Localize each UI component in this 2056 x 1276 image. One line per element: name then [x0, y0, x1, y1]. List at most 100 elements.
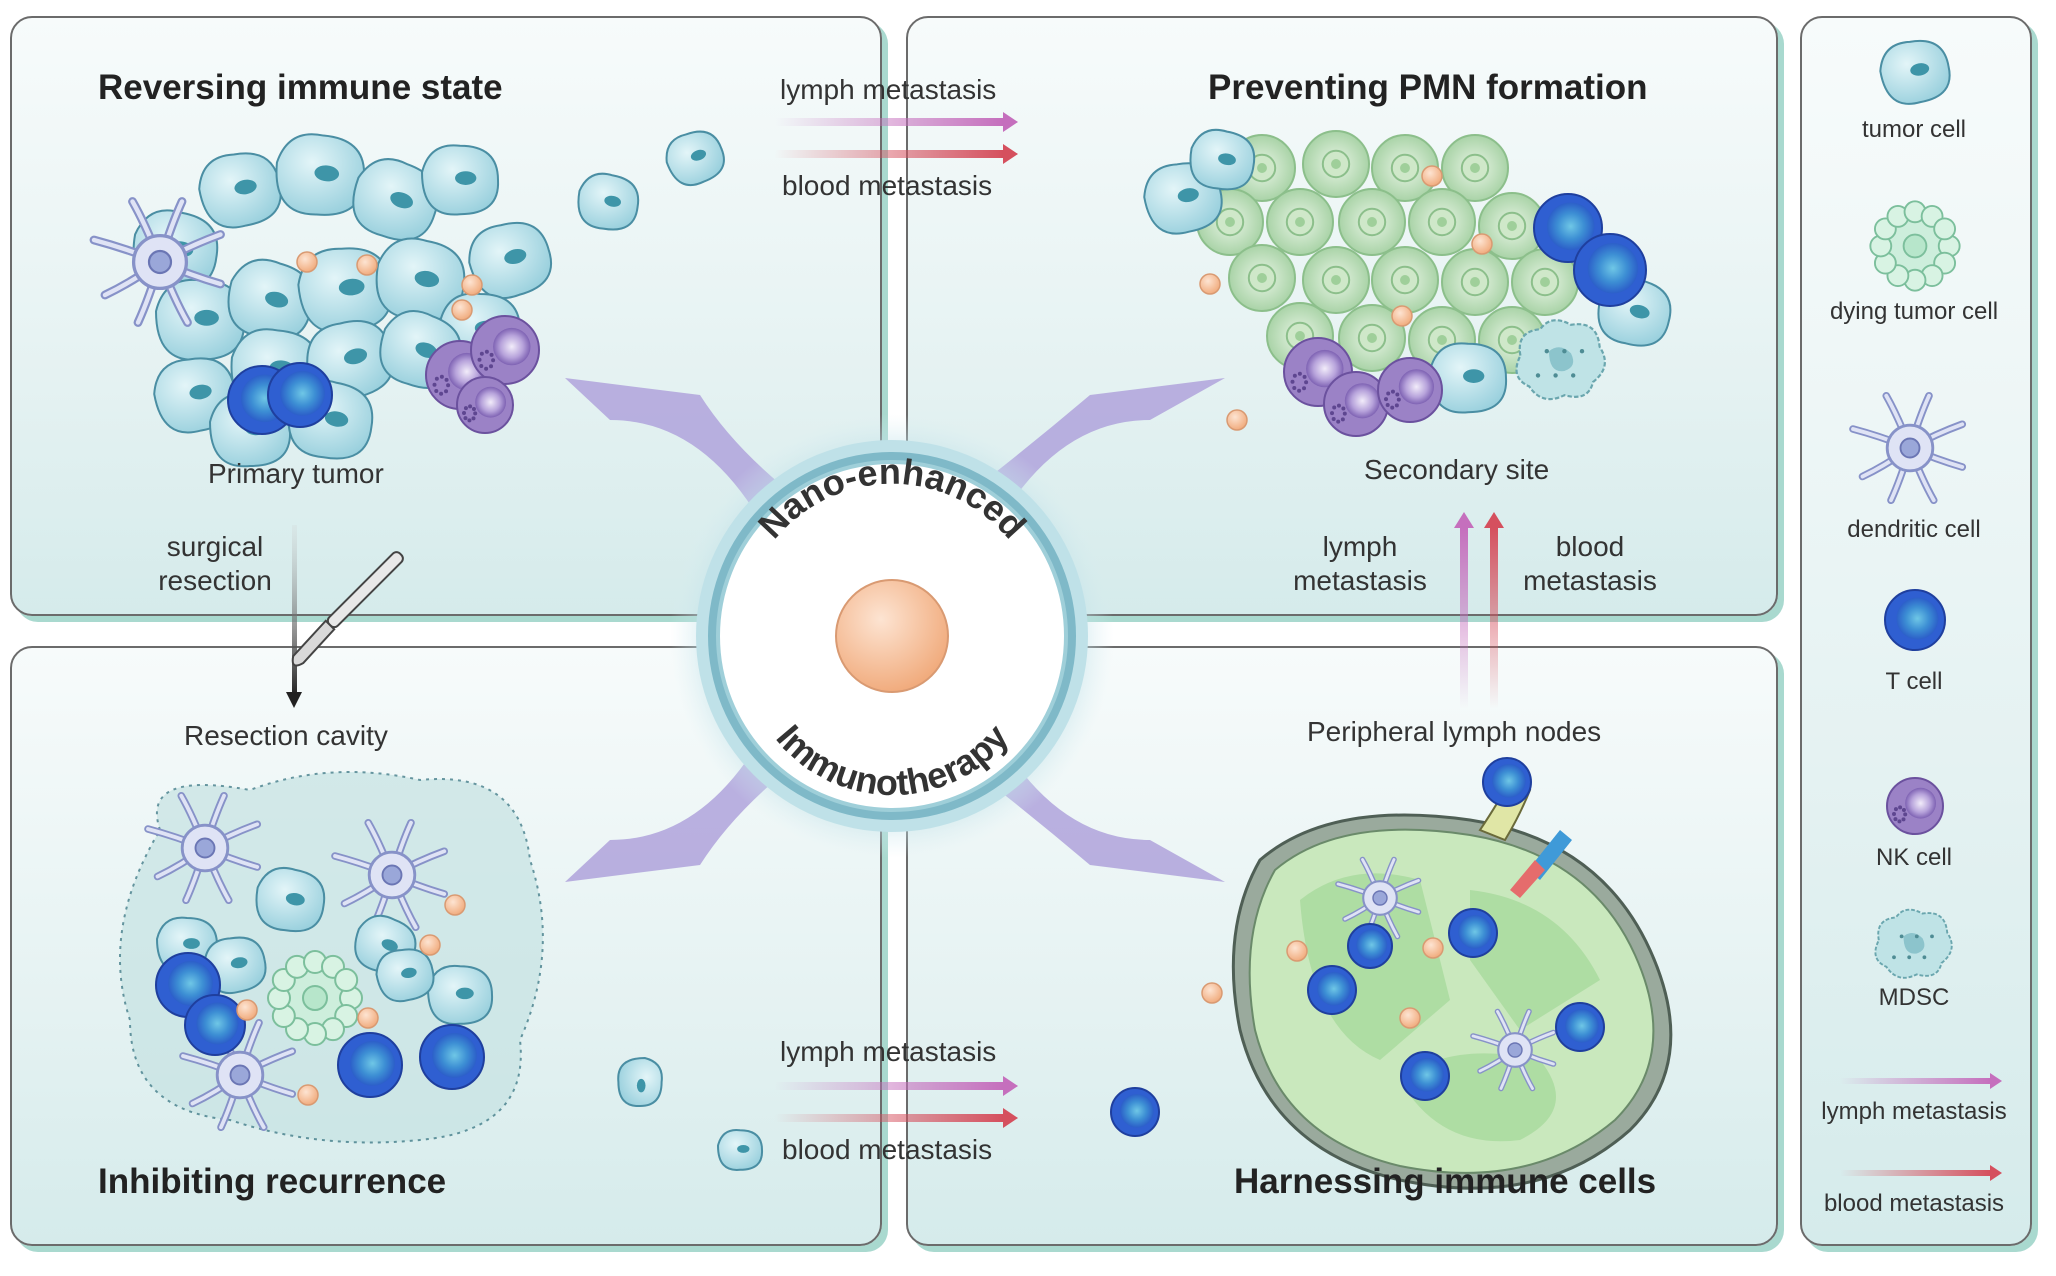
surgical-resection-arrow: [286, 525, 302, 708]
mdsc-icon: [1515, 319, 1606, 401]
nanoparticle-icon: [1199, 273, 1221, 295]
t-cell-icon: [1448, 908, 1498, 958]
nanoparticle-icon: [236, 999, 258, 1021]
arrow-to-top-right: [960, 378, 1225, 520]
dendritic-cell-icon: [1335, 856, 1422, 940]
nk-cell-icon: [1377, 357, 1443, 423]
tumor-cell-icon: [275, 133, 366, 216]
dendritic-cell-icon: [1470, 1008, 1557, 1092]
blood-arrow-icon: [1840, 1170, 1990, 1176]
tumor-cell-icon: [577, 172, 640, 231]
nanoparticle-icon: [296, 251, 318, 273]
label-vertical-lymph-metastasis: lymph metastasis: [1293, 531, 1427, 597]
tumor-cell-icon: [352, 158, 439, 241]
dendritic-cell-icon: [144, 791, 262, 905]
nanoparticle-icon: [357, 1007, 379, 1029]
lymph-arrow-icon: [1840, 1078, 1990, 1084]
legend-label-t-cell: T cell: [1885, 668, 1943, 695]
label-top-blood-metastasis: blood metastasis: [782, 170, 993, 201]
pmn-cell-icon: [1228, 244, 1296, 312]
t-cell-icon: [337, 1032, 403, 1098]
dendritic-cell-icon: [1849, 391, 1967, 505]
pmn-cell-icon: [1302, 246, 1370, 314]
nanoparticle-icon: [1421, 165, 1443, 187]
tumor-cell-icon: [665, 130, 725, 187]
tumor-cell-icon: [716, 1128, 764, 1171]
nanoparticle-icon: [297, 1084, 319, 1106]
tumor-cell-icon: [375, 948, 435, 1003]
legend-label-mdsc: MDSC: [1878, 984, 1950, 1011]
nanoparticle-icon: [1286, 940, 1308, 962]
label-peripheral-lymph-nodes: Peripheral lymph nodes: [1307, 716, 1602, 747]
pmn-cell-icon: [1266, 188, 1334, 256]
secondary-site-cluster: [1143, 128, 1672, 437]
dying-tumor-cell-icon: [1869, 200, 1961, 292]
dendritic-cell-icon: [331, 818, 449, 932]
tumor-cell-icon: [617, 1056, 663, 1108]
legend-label-tumor-cell: tumor cell: [1861, 116, 1967, 143]
label-bottom-lymph-metastasis: lymph metastasis: [780, 1036, 997, 1067]
legend-label-nk-cell: NK cell: [1875, 844, 1953, 871]
t-cell-icon: [1110, 1087, 1160, 1137]
tumor-cell-icon: [198, 152, 282, 229]
nanoparticle-icon: [1391, 305, 1413, 327]
label-secondary-site: Secondary site: [1364, 454, 1550, 485]
primary-tumor-cluster: [89, 130, 725, 468]
cavity-cells: [144, 791, 764, 1171]
pmn-cell-icon: [1408, 188, 1476, 256]
bottom-metastasis-arrows: [775, 1076, 1018, 1128]
label-top-lymph-metastasis: lymph metastasis: [780, 74, 997, 105]
dying-tumor-cell-icon: [267, 950, 363, 1046]
t-cell-icon: [1400, 1051, 1450, 1101]
nanoparticle-icon: [451, 299, 473, 321]
nanoparticle-icon: [1422, 937, 1444, 959]
tumor-cell-icon: [420, 144, 500, 216]
t-cell-icon: [1307, 965, 1357, 1015]
t-cell-icon: [1482, 757, 1532, 807]
t-cell-icon: [267, 362, 333, 428]
pmn-cell-icon: [1338, 304, 1406, 372]
pmn-cell-icon: [1441, 248, 1509, 316]
nanoparticle-icon: [1399, 1007, 1421, 1029]
nk-cell-icon: [456, 376, 514, 434]
t-cell-icon: [184, 994, 246, 1056]
pmn-cell-icon: [1371, 134, 1439, 202]
legend-label-dying-tumor-cell: dying tumor cell: [1829, 298, 1999, 325]
t-cell-icon: [419, 1024, 485, 1090]
pmn-cell-icon: [1441, 134, 1509, 202]
pmn-cell-icon: [1338, 188, 1406, 256]
lymph-node-cells: [1110, 757, 1605, 1137]
tumor-cell-icon: [227, 258, 314, 341]
center-nano-immunotherapy: Nano-enhanced Immunotherapy: [670, 414, 1114, 858]
t-cell-icon: [1573, 233, 1647, 307]
tumor-cell-icon: [426, 964, 494, 1025]
label-vertical-blood-metastasis: blood metastasis: [1523, 531, 1657, 597]
legend-icons: [1840, 39, 2002, 1181]
t-cell-icon: [1555, 1002, 1605, 1052]
dendritic-cell-icon: [89, 197, 225, 327]
title-harnessing-immune-cells: Harnessing immune cells: [1234, 1162, 1657, 1201]
pmn-cell-icon: [1371, 246, 1439, 314]
dendritic-cell-icon: [179, 1018, 297, 1132]
pmn-cell-icon: [1302, 130, 1370, 198]
nanoparticle-icon: [1201, 982, 1223, 1004]
nanoparticle-center-icon: [835, 579, 949, 693]
legend-label-lymph-metastasis: lymph metastasis: [1821, 1098, 2007, 1125]
pmn-cell-icon: [1196, 188, 1264, 256]
scalpel-icon: [291, 551, 404, 667]
nanoparticle-icon: [444, 894, 466, 916]
label-primary-tumor: Primary tumor: [208, 458, 384, 489]
nanoparticle-icon: [1471, 233, 1493, 255]
nanoparticle-icon: [1226, 409, 1248, 431]
t-cell-icon: [1347, 923, 1393, 969]
nk-cell-icon: [1886, 777, 1944, 835]
mdsc-icon: [1874, 908, 1953, 979]
t-cell-icon: [1884, 589, 1946, 651]
label-surgical-resection: surgical resection: [158, 531, 272, 597]
pmn-cell-icon: [1478, 192, 1546, 260]
top-metastasis-arrows: [775, 112, 1018, 164]
tumor-cell-icon: [255, 866, 326, 933]
nanoparticle-icon: [356, 254, 378, 276]
arrow-to-bottom-right: [960, 740, 1225, 882]
